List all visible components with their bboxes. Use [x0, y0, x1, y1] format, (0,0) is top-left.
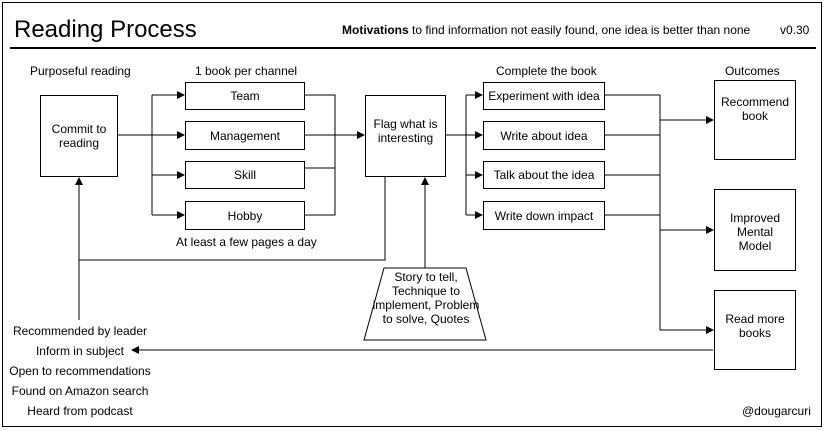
author-handle: @dougarcuri	[742, 404, 811, 418]
story-note-shape	[363, 267, 487, 341]
node-hobby: Hobby	[185, 201, 305, 230]
node-mental-model: Improved Mental Model	[714, 189, 796, 271]
motivations-label: Motivations	[342, 23, 409, 37]
node-flag-interesting: Flag what is interesting	[365, 95, 446, 177]
node-write-down-impact: Write down impact	[483, 201, 605, 230]
node-write-about: Write about idea	[483, 121, 605, 150]
page-title: Reading Process	[14, 16, 197, 43]
note-pages-per-day: At least a few pages a day	[176, 235, 317, 249]
source-item-1: Inform in subject	[35, 344, 125, 358]
source-item-0: Recommended by leader	[12, 324, 148, 338]
header-divider	[10, 47, 816, 49]
node-talk-about: Talk about the idea	[483, 161, 605, 189]
motivations-text: to find information not easily found, on…	[408, 23, 751, 37]
edge-flag-feedback	[79, 176, 386, 261]
node-commit-to-reading: Commit to reading	[40, 95, 118, 177]
note-story-to-tell: Story to tell, Technique to implement, P…	[372, 270, 480, 326]
source-item-4: Heard from podcast	[27, 404, 133, 418]
column-label-purposeful: Purposeful reading	[30, 64, 131, 78]
column-label-complete: Complete the book	[496, 64, 597, 78]
version-label: v0.30	[780, 23, 810, 37]
diagram-frame	[2, 2, 822, 427]
edge-channels-merge	[305, 94, 336, 216]
source-item-3: Found on Amazon search	[11, 384, 149, 398]
column-label-channels: 1 book per channel	[195, 64, 298, 78]
source-item-2: Open to recommendations	[9, 364, 151, 378]
node-read-more: Read more books	[714, 290, 796, 370]
node-management: Management	[185, 121, 305, 150]
node-team: Team	[185, 82, 305, 110]
node-experiment: Experiment with idea	[483, 82, 605, 110]
node-skill: Skill	[185, 161, 305, 189]
motivations-line: Motivations to find information not easi…	[342, 22, 750, 38]
column-label-outcomes: Outcomes	[725, 64, 780, 78]
node-recommend-book: Recommend book	[714, 80, 796, 160]
